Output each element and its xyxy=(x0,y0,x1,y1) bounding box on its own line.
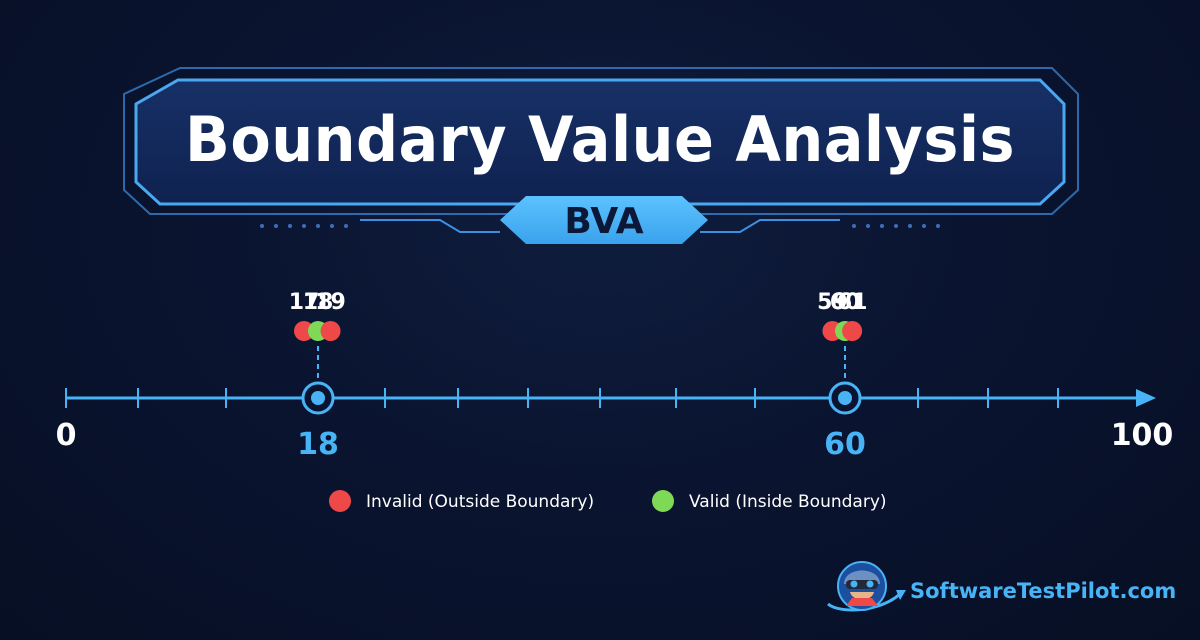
badge-connectors xyxy=(360,219,840,233)
bva-badge-label: BVA xyxy=(564,201,643,242)
title-panel: Boundary Value Analysis BVA xyxy=(123,67,1079,244)
test-point-label: 60 xyxy=(830,290,861,315)
test-point-label: 19 xyxy=(315,290,346,315)
test-point-invalid xyxy=(294,321,314,341)
brand-name: SoftwareTestPilot.com xyxy=(910,579,1176,603)
boundary-label-lower: 18 xyxy=(297,427,339,462)
test-point-label: 18 xyxy=(303,290,334,315)
badge-dots-right xyxy=(852,224,940,228)
boundary-marker-dot xyxy=(311,391,325,405)
pilot-logo-icon xyxy=(827,561,906,612)
test-point-label: 59 xyxy=(817,290,848,315)
boundary-markers xyxy=(301,381,862,415)
axis-min-label: 0 xyxy=(56,418,77,453)
boundary-label-upper: 60 xyxy=(824,427,866,462)
test-point-invalid xyxy=(320,321,341,341)
boundary-marker-dot xyxy=(838,391,852,405)
number-line-ticks xyxy=(65,388,1059,408)
title-panel-body xyxy=(134,78,1066,206)
legend: Invalid (Outside Boundary) Valid (Inside… xyxy=(329,490,887,512)
number-line-arrowhead xyxy=(1136,389,1156,407)
legend-valid-label: Valid (Inside Boundary) xyxy=(689,492,887,512)
badge-dots-left xyxy=(260,224,348,228)
bva-badge xyxy=(500,196,708,244)
brand: SoftwareTestPilot.com xyxy=(827,561,1176,612)
test-point-invalid xyxy=(842,321,863,341)
title-panel-outer-frame xyxy=(123,67,1079,215)
legend-valid-swatch xyxy=(652,490,674,512)
boundary-guides xyxy=(317,346,846,382)
page-title: Boundary Value Analysis xyxy=(185,103,1015,176)
legend-invalid-swatch xyxy=(329,490,351,512)
axis-max-label: 100 xyxy=(1111,418,1174,453)
test-point-label: 61 xyxy=(837,290,868,315)
test-point-label: 17 xyxy=(289,290,320,315)
legend-invalid-label: Invalid (Outside Boundary) xyxy=(366,492,594,512)
